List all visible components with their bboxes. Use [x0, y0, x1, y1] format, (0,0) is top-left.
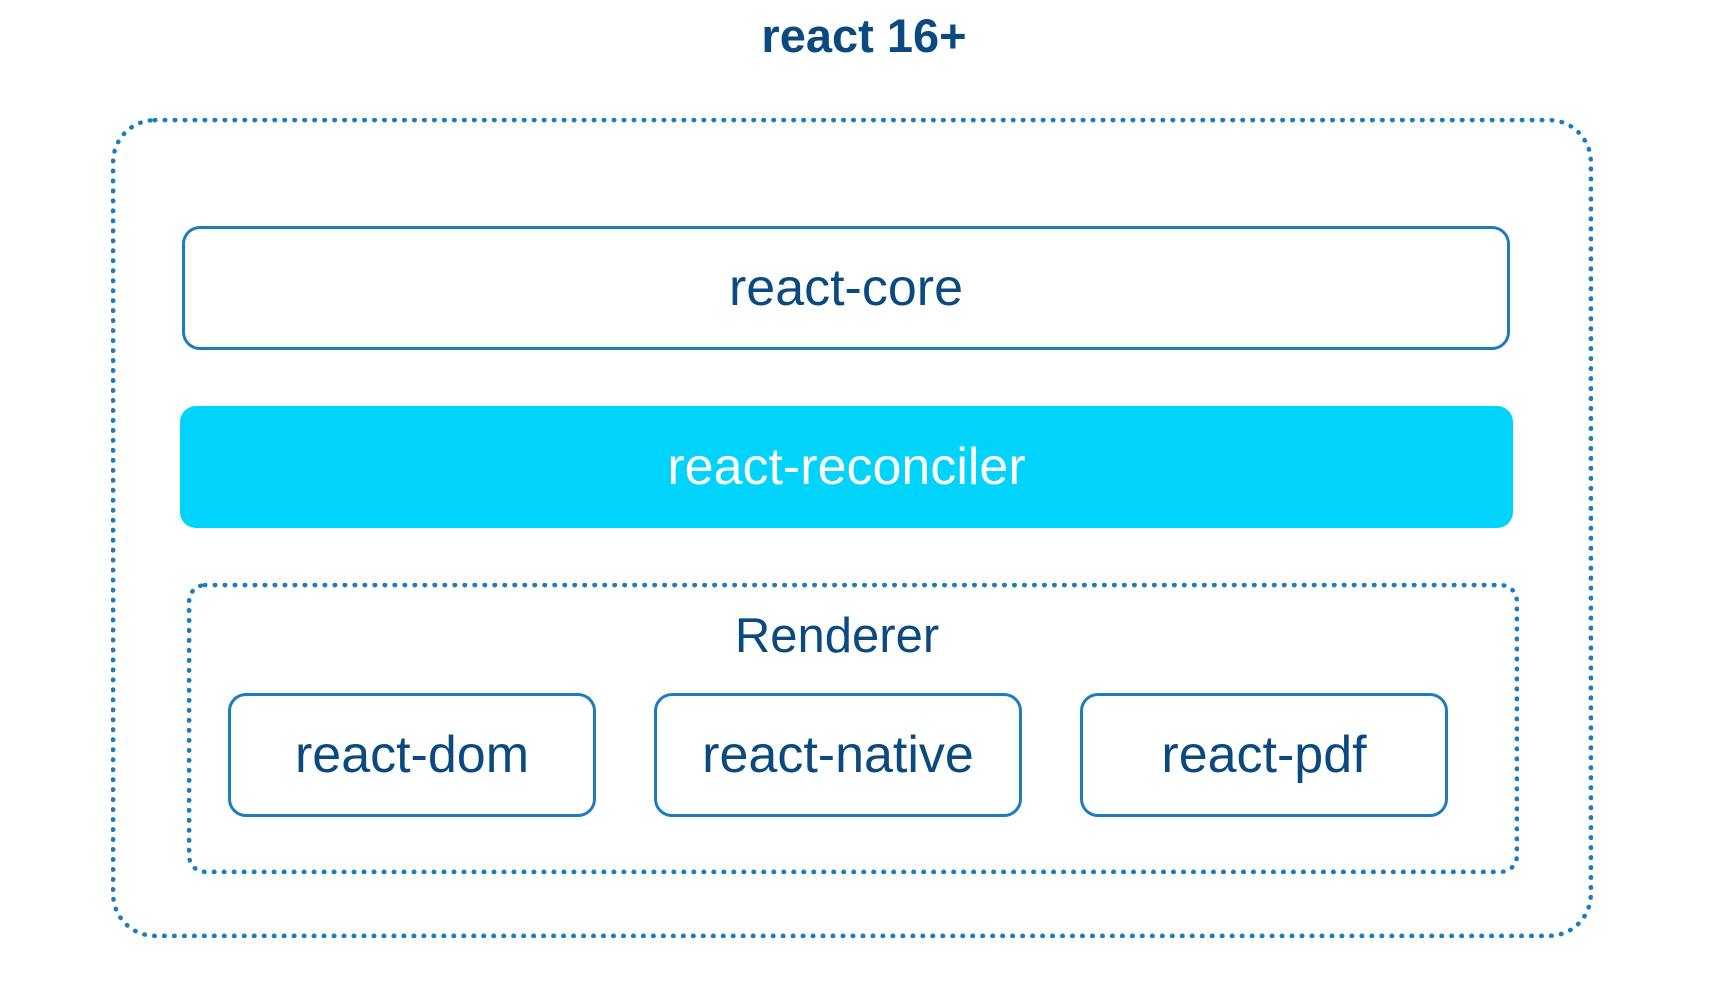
diagram-title: react 16+: [761, 9, 967, 62]
react-core-box: react-core: [182, 226, 1510, 350]
react-reconciler-box: react-reconciler: [180, 406, 1513, 528]
react-native-label: react-native: [702, 726, 974, 784]
react-native-box: react-native: [654, 693, 1022, 817]
renderer-frame: [187, 583, 1519, 874]
renderer-label: Renderer: [734, 609, 940, 663]
react-outer-frame: [111, 118, 1593, 938]
react-dom-label: react-dom: [294, 726, 530, 784]
react-pdf-box: react-pdf: [1080, 693, 1448, 817]
react-core-label: react-core: [728, 259, 964, 317]
react-dom-box: react-dom: [228, 693, 596, 817]
react-reconciler-label: react-reconciler: [667, 438, 1026, 496]
react-pdf-label: react-pdf: [1161, 726, 1367, 784]
